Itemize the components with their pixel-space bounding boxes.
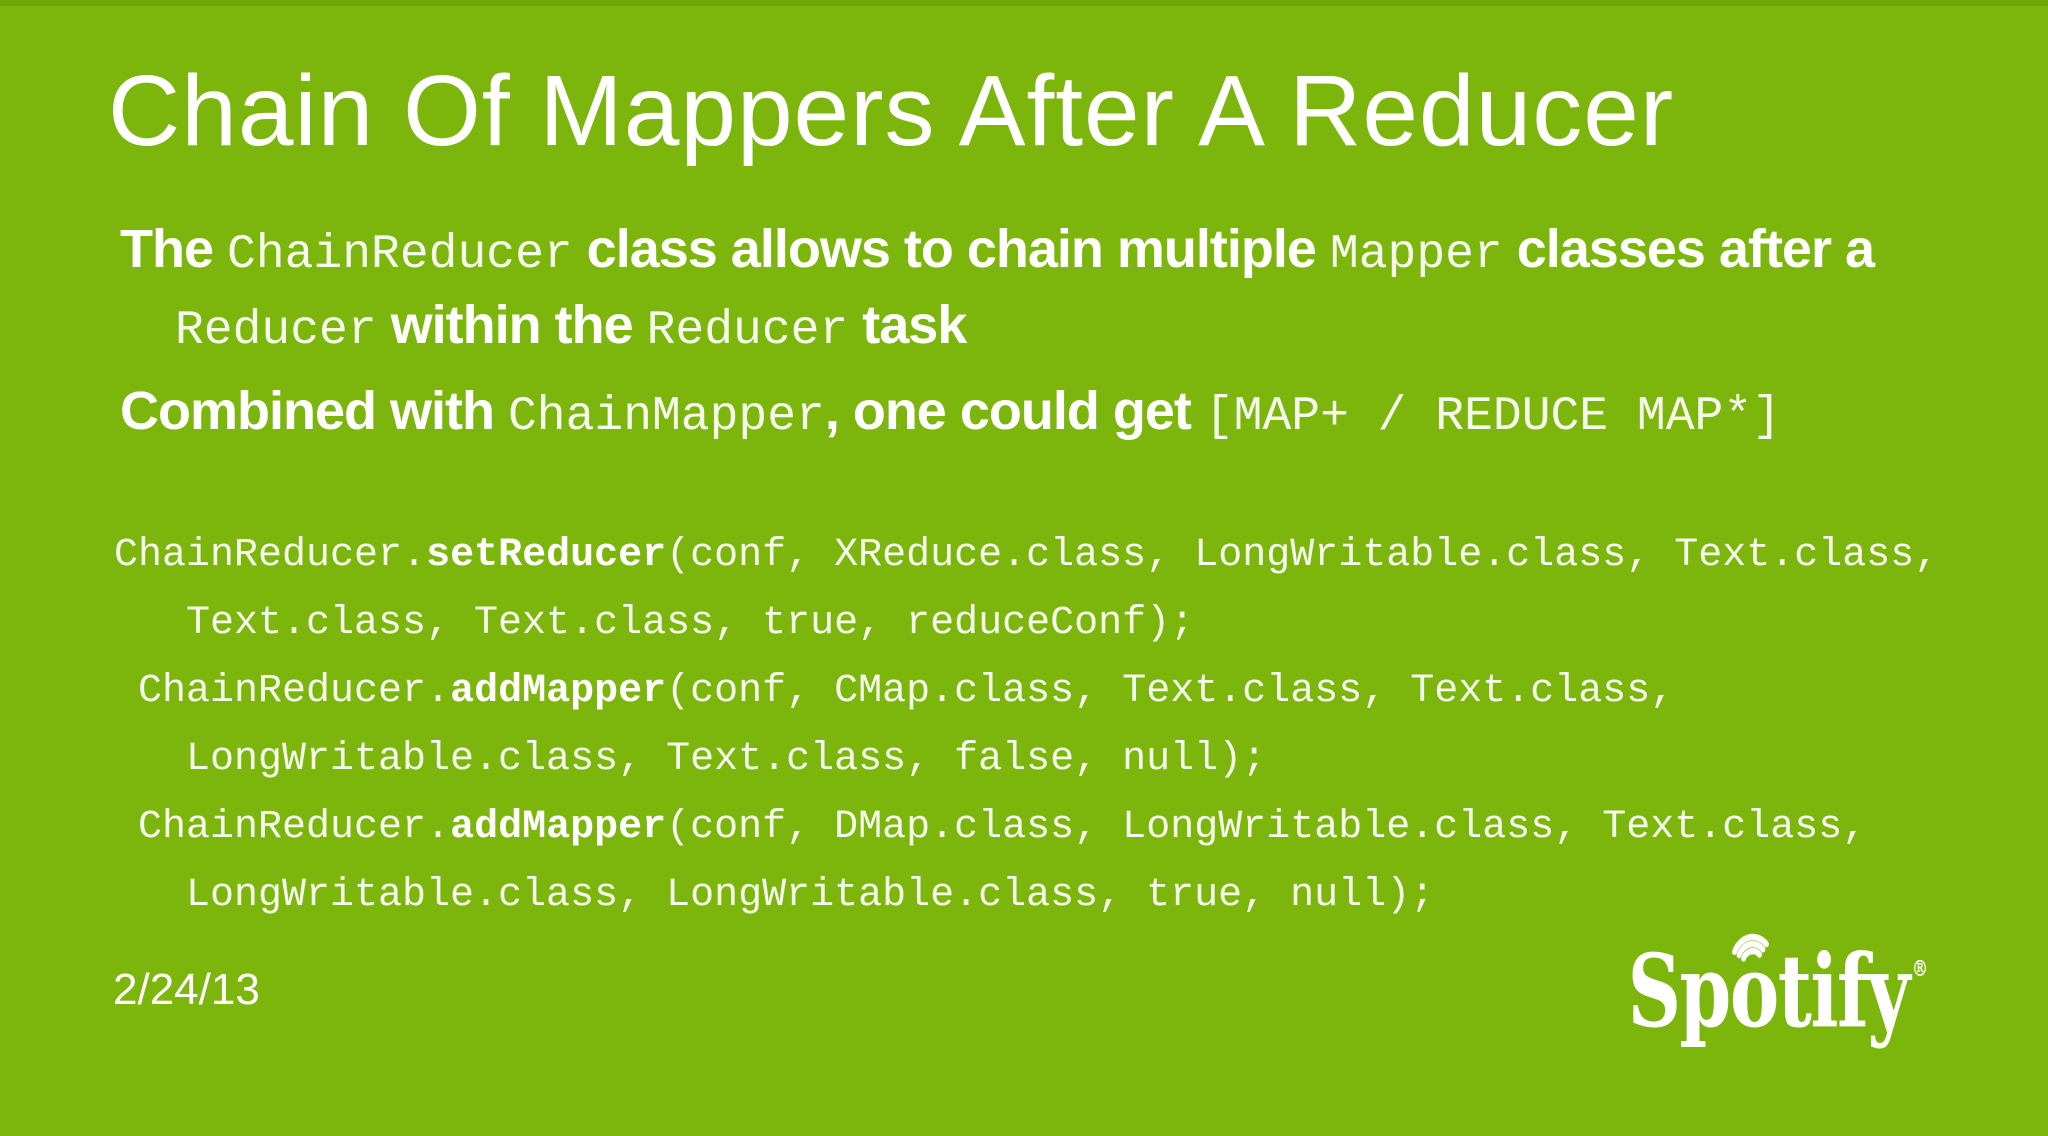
slide-date: 2/24/13: [113, 965, 260, 1014]
code-line: LongWritable.class, Text.class, false, n…: [114, 726, 1938, 794]
code-text: Text.class, Text.class, true, reduceConf…: [186, 601, 1195, 646]
inline-code-term: ChainMapper: [507, 390, 825, 444]
code-line: LongWritable.class, LongWritable.class, …: [114, 862, 1938, 930]
paragraph: Combined with ChainMapper, one could get…: [120, 376, 1874, 452]
text-segment: Combined with: [120, 381, 508, 441]
text-segment: task: [848, 295, 967, 355]
body-line: Combined with ChainMapper, one could get…: [120, 376, 1874, 452]
inline-code-term: [MAP+ / REDUCE MAP*]: [1204, 390, 1781, 444]
code-line: ChainReducer.addMapper(conf, CMap.class,…: [114, 658, 1938, 726]
slide-title: Chain Of Mappers After A Reducer: [108, 55, 1675, 167]
paragraph: The ChainReducer class allows to chain m…: [120, 214, 1875, 366]
inline-code-term: Mapper: [1329, 228, 1503, 282]
text-segment: class allows to chain multiple: [572, 219, 1330, 279]
inline-code-term: ChainReducer: [227, 228, 573, 282]
body-line: Reducer within the Reducer task: [120, 290, 1874, 366]
registered-mark: ®: [1911, 956, 1928, 982]
code-line: ChainReducer.setReducer(conf, XReduce.cl…: [114, 522, 1938, 590]
code-text: LongWritable.class, LongWritable.class, …: [186, 873, 1435, 918]
inline-code-term: Reducer: [646, 304, 849, 358]
text-segment: The: [120, 219, 228, 279]
code-text: ChainReducer.: [138, 669, 451, 714]
text-segment: within the: [376, 295, 647, 355]
code-text: ChainReducer.: [138, 805, 451, 850]
method-name: addMapper: [450, 669, 667, 714]
code-block: ChainReducer.setReducer(conf, XReduce.cl…: [114, 522, 1938, 930]
logo-letter-o: o: [1730, 933, 1779, 1041]
method-name: addMapper: [450, 805, 667, 850]
top-accent-strip: [0, 0, 2048, 6]
code-text: (conf, CMap.class, Text.class, Text.clas…: [666, 669, 1675, 714]
body-line: The ChainReducer class allows to chain m…: [120, 214, 1875, 290]
code-line: Text.class, Text.class, true, reduceConf…: [114, 590, 1938, 658]
inline-code-term: Reducer: [175, 304, 377, 358]
code-text: LongWritable.class, Text.class, false, n…: [186, 737, 1267, 782]
sound-waves-icon: [1731, 933, 1769, 962]
text-segment: classes after a: [1502, 219, 1875, 279]
logo-text-post: tify: [1777, 932, 1911, 1050]
code-text: (conf, DMap.class, LongWritable.class, T…: [666, 805, 1867, 850]
method-name: setReducer: [426, 533, 667, 578]
body-text: The ChainReducer class allows to chain m…: [120, 214, 1875, 462]
logo-text-pre: Sp: [1627, 932, 1731, 1050]
code-line: ChainReducer.addMapper(conf, DMap.class,…: [114, 794, 1938, 862]
text-segment: , one could get: [824, 381, 1205, 441]
spotify-logo: Sp otify®: [1627, 933, 1928, 1041]
code-text: ChainReducer.: [114, 533, 427, 578]
code-text: (conf, XReduce.class, LongWritable.class…: [666, 533, 1939, 578]
